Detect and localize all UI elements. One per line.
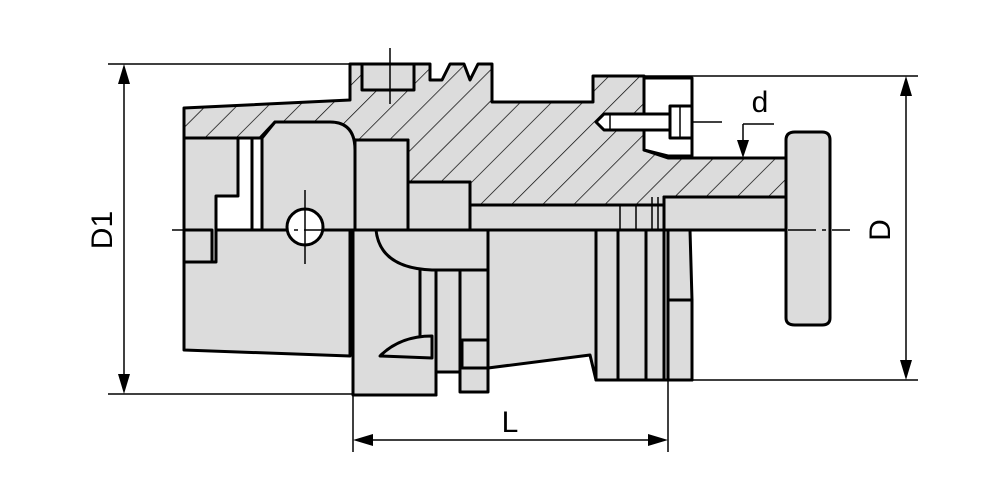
end-disc [784,130,832,327]
screw-head [668,104,694,140]
screw-shank [594,112,672,132]
L-arrow-left [353,434,373,446]
dimension-D1: D1 [86,63,353,395]
d-arrow [737,140,749,158]
inner-features [182,120,666,264]
d-label: d [752,86,769,119]
D1-arrow-top [118,64,130,84]
key-slot [360,62,416,92]
bore-channel [468,203,666,232]
L-label: L [502,406,519,439]
D-label: D [864,219,897,241]
v-notch [378,334,434,360]
inner-step [353,138,410,232]
lower-edges [250,136,694,397]
inner-curve [374,228,490,272]
spigot [662,195,788,232]
D1-arrow-bottom [118,374,130,394]
notch-bottom [460,338,490,370]
taper-lower-slot [182,228,214,264]
L-arrow-right [648,434,668,446]
dimension-D: D [644,75,918,381]
dimension-d: d [692,86,774,158]
D-arrow-bottom [900,360,912,380]
inner-web [406,180,472,232]
D-arrow-top [900,76,912,96]
dimension-L: L [352,380,669,452]
D1-label: D1 [86,211,119,249]
body-lower [666,228,694,382]
locking-screw [594,104,694,140]
flange-lower [351,228,670,397]
cross-hole [285,190,325,264]
